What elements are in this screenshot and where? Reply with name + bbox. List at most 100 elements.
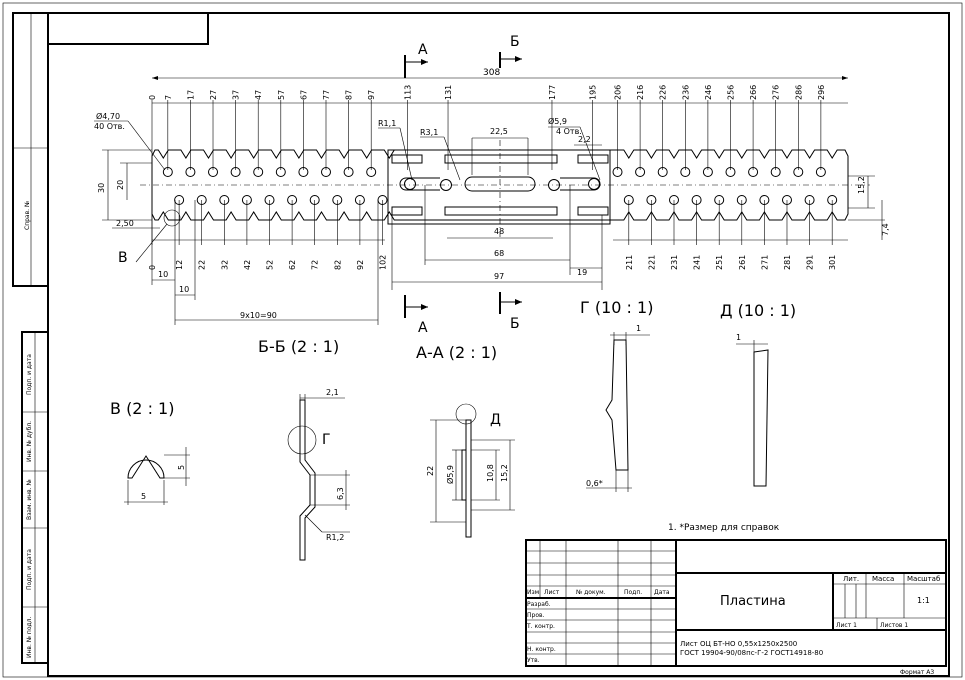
view-title-v: В (2 : 1) — [110, 399, 174, 418]
top-tick-label-11: 113 — [403, 85, 412, 100]
plate-main-view — [140, 140, 870, 240]
top-tick-label-13: 177 — [548, 85, 557, 100]
top-left-stamp — [47, 12, 209, 45]
bottom-tick-label-15: 251 — [715, 255, 724, 270]
bottom-tick-label-6: 62 — [288, 260, 297, 270]
dim-overall-308: 308 — [483, 68, 500, 78]
tb-col-doc: № докум. — [576, 589, 606, 596]
dim-68: 68 — [494, 249, 504, 258]
top-tick-label-14: 195 — [589, 85, 598, 100]
callout-74: 7,4 — [881, 223, 890, 236]
detail-g-dim-06: 0,6* — [586, 479, 603, 488]
callout-152: 15,2 — [857, 176, 866, 194]
bottom-tick-label-18: 281 — [783, 255, 792, 270]
tb-col-date: Дата — [654, 589, 670, 596]
top-tick-label-18: 236 — [681, 85, 690, 100]
side-stamp-6: Инв. № подл. — [26, 617, 33, 658]
top-tick-label-3: 27 — [209, 90, 218, 100]
tb-scale-value: 1:1 — [917, 596, 930, 605]
detail-v-circle — [163, 209, 181, 227]
section-label-b-top: Б — [510, 34, 520, 50]
detail-bb-dim-21: 2,1 — [326, 388, 339, 397]
top-tick-label-22: 276 — [772, 85, 781, 100]
detail-aa-dim-152: 15,2 — [500, 464, 509, 482]
center-window-frame — [387, 149, 611, 225]
tb-massa: Масса — [872, 575, 894, 583]
detail-v-dim-5a: 5 — [177, 465, 186, 470]
bottom-tick-label-2: 22 — [198, 260, 207, 270]
detail-aa-dim-108: 10,8 — [486, 464, 495, 482]
callout-hole-small-dia: Ø4,70 — [96, 111, 120, 121]
callout-22: 2,2 — [578, 135, 591, 144]
detail-g-dim-1: 1 — [636, 324, 641, 333]
side-stamp-2: Подп. и дата — [26, 354, 33, 395]
tb-col-izm: Изм — [527, 589, 539, 596]
top-tick-label-4: 37 — [232, 90, 241, 100]
bottom-tick-label-20: 301 — [828, 255, 837, 270]
bottom-tick-label-14: 241 — [693, 255, 702, 270]
tb-row-tkontr: Т. контр. — [526, 623, 555, 630]
bottom-tick-label-3: 32 — [220, 260, 229, 270]
top-tick-label-10: 97 — [367, 90, 376, 100]
center-slot — [464, 176, 536, 192]
side-stamp-5: Подп. и дата — [26, 549, 33, 590]
section-arrow-a-top — [404, 55, 428, 78]
bottom-tick-label-13: 231 — [670, 255, 679, 270]
tb-material-1: Лист ОЦ БТ-НО 0,55х1250х2500 — [680, 640, 797, 648]
tb-row-prov: Пров. — [527, 612, 545, 619]
detail-g-drawing — [586, 332, 650, 492]
dim-10b: 10 — [179, 285, 189, 294]
top-tick-label-0: 0 — [148, 95, 157, 100]
callout-hole-small-count: 40 Отв. — [94, 122, 125, 131]
inner-frame — [47, 12, 950, 677]
top-tick-label-5: 47 — [254, 90, 263, 100]
tb-masshtab: Масштаб — [907, 575, 940, 583]
side-stamp-1: Справ. № — [24, 201, 31, 230]
bottom-tick-label-9: 92 — [356, 260, 365, 270]
side-pocket-right-top — [577, 154, 609, 164]
callout-hole-big-count: 4 Отв. — [556, 127, 582, 136]
callout-hole-big-dia: Ø5,9 — [548, 116, 567, 126]
bottom-tick-label-8: 82 — [333, 260, 342, 270]
tb-format: Формат А3 — [900, 669, 934, 676]
top-tick-label-7: 67 — [299, 90, 308, 100]
tb-lit: Лит. — [843, 575, 859, 583]
callout-225: 22,5 — [490, 127, 508, 136]
bottom-tick-label-17: 271 — [760, 255, 769, 270]
bottom-tick-label-16: 261 — [738, 255, 747, 270]
callout-r31: R3,1 — [420, 128, 438, 137]
bottom-tick-label-4: 42 — [243, 260, 252, 270]
detail-d-dim-1: 1 — [736, 333, 741, 342]
view-title-aa: А-А (2 : 1) — [416, 343, 497, 362]
top-tick-label-17: 226 — [659, 85, 668, 100]
right-u-slot — [560, 177, 601, 191]
section-label-a-top: А — [418, 42, 428, 58]
section-arrow-b-bottom — [499, 292, 522, 314]
side-pocket-left-bottom — [391, 206, 423, 216]
detail-bb-dim-63: 6,3 — [336, 487, 345, 500]
tb-row-utv: Утв. — [527, 657, 540, 664]
top-tick-label-23: 286 — [794, 85, 803, 100]
embossed-rib-bottom — [444, 206, 558, 216]
callout-r11: R1,1 — [378, 119, 396, 128]
bottom-tick-label-12: 221 — [647, 255, 656, 270]
bottom-tick-label-7: 72 — [311, 260, 320, 270]
detail-v-drawing — [124, 447, 190, 505]
top-tick-label-9: 87 — [345, 90, 354, 100]
detail-bb-r12: R1,2 — [326, 533, 344, 542]
tb-material-2: ГОСТ 19904-90/08пс-Г-2 ГОСТ14918-80 — [680, 649, 823, 657]
side-stamp-4: Взам. инв. № — [26, 479, 33, 520]
view-title-bb: Б-Б (2 : 1) — [258, 337, 339, 356]
top-tick-label-6: 57 — [277, 90, 286, 100]
side-pocket-right-bottom — [577, 206, 609, 216]
bottom-tick-label-5: 52 — [266, 260, 275, 270]
view-title-d: Д (10 : 1) — [720, 301, 796, 320]
dim-19: 19 — [577, 268, 587, 277]
tb-col-list: Лист — [544, 589, 560, 596]
dim-48: 48 — [494, 227, 504, 236]
hole-large-3 — [588, 178, 600, 190]
